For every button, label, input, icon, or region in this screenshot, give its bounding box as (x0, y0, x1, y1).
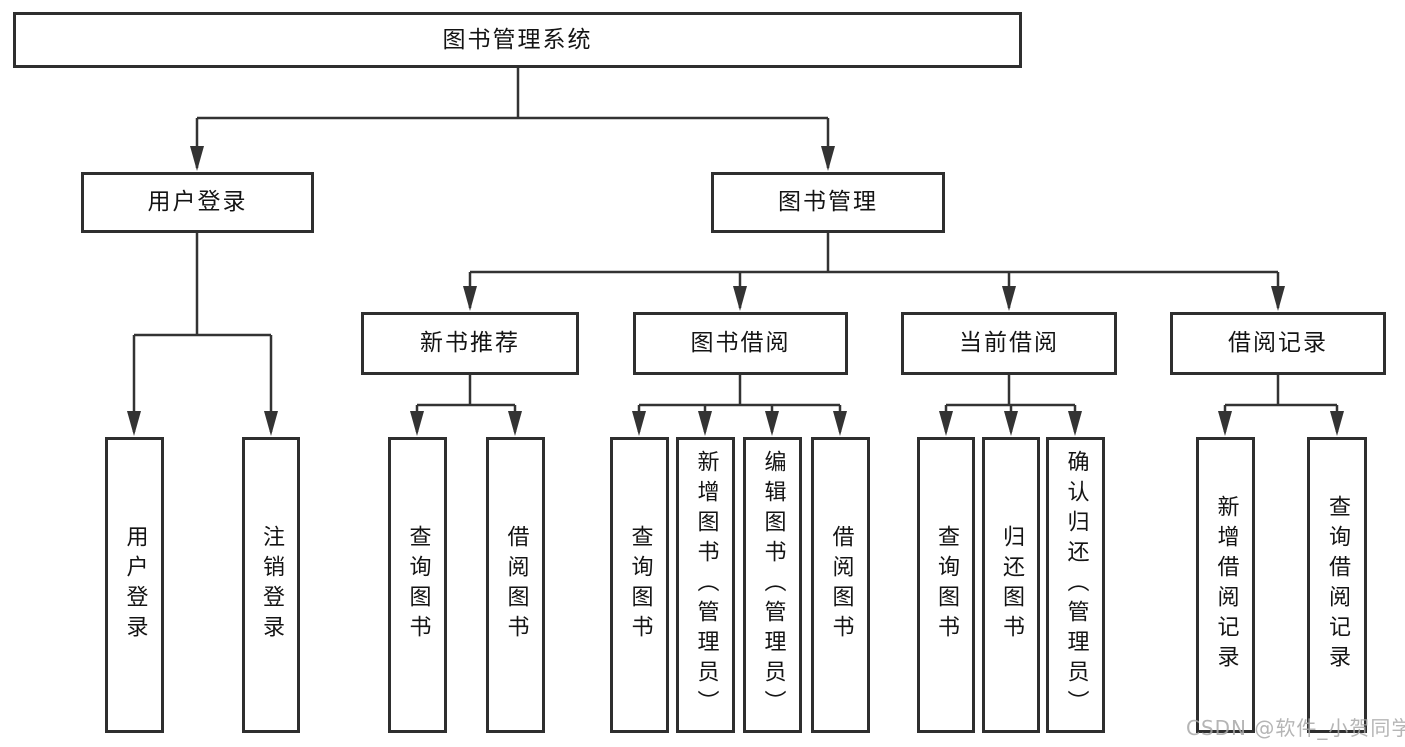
node-current-borrowing: 当前借阅 (901, 312, 1117, 375)
connector-user-login-children (125, 233, 280, 438)
node-book-borrowing: 图书借阅 (633, 312, 848, 375)
connector-book-borrowing-children (630, 375, 849, 438)
connector-new-book-children (408, 375, 524, 438)
leaf-logout: 注销登录 (242, 437, 300, 733)
leaf-query-borrow-record: 查询借阅记录 (1307, 437, 1367, 733)
connector-root-to-level2 (188, 68, 837, 173)
leaf-query-books-recommend: 查询图书 (388, 437, 447, 733)
node-user-login: 用户登录 (81, 172, 314, 233)
leaf-query-books-current: 查询图书 (917, 437, 975, 733)
connector-book-management-children (461, 233, 1287, 313)
leaf-add-book-admin: 新增图书（管理员） (676, 437, 735, 733)
leaf-add-borrow-record: 新增借阅记录 (1196, 437, 1255, 733)
node-new-book-recommendation: 新书推荐 (361, 312, 579, 375)
node-library-system: 图书管理系统 (13, 12, 1022, 68)
leaf-confirm-return-admin: 确认归还（管理员） (1046, 437, 1105, 733)
node-book-management: 图书管理 (711, 172, 945, 233)
node-borrowing-records: 借阅记录 (1170, 312, 1386, 375)
leaf-user-login: 用户登录 (105, 437, 164, 733)
leaf-borrow-books-borrowing: 借阅图书 (811, 437, 870, 733)
watermark: CSDN @软件_小贺同学 (1186, 716, 1405, 740)
leaf-edit-book-admin: 编辑图书（管理员） (743, 437, 802, 733)
connector-current-borrowing-children (937, 375, 1084, 438)
leaf-query-books-borrowing: 查询图书 (610, 437, 669, 733)
leaf-return-books: 归还图书 (982, 437, 1040, 733)
leaf-borrow-books-recommend: 借阅图书 (486, 437, 545, 733)
connector-borrow-records-children (1216, 375, 1346, 438)
